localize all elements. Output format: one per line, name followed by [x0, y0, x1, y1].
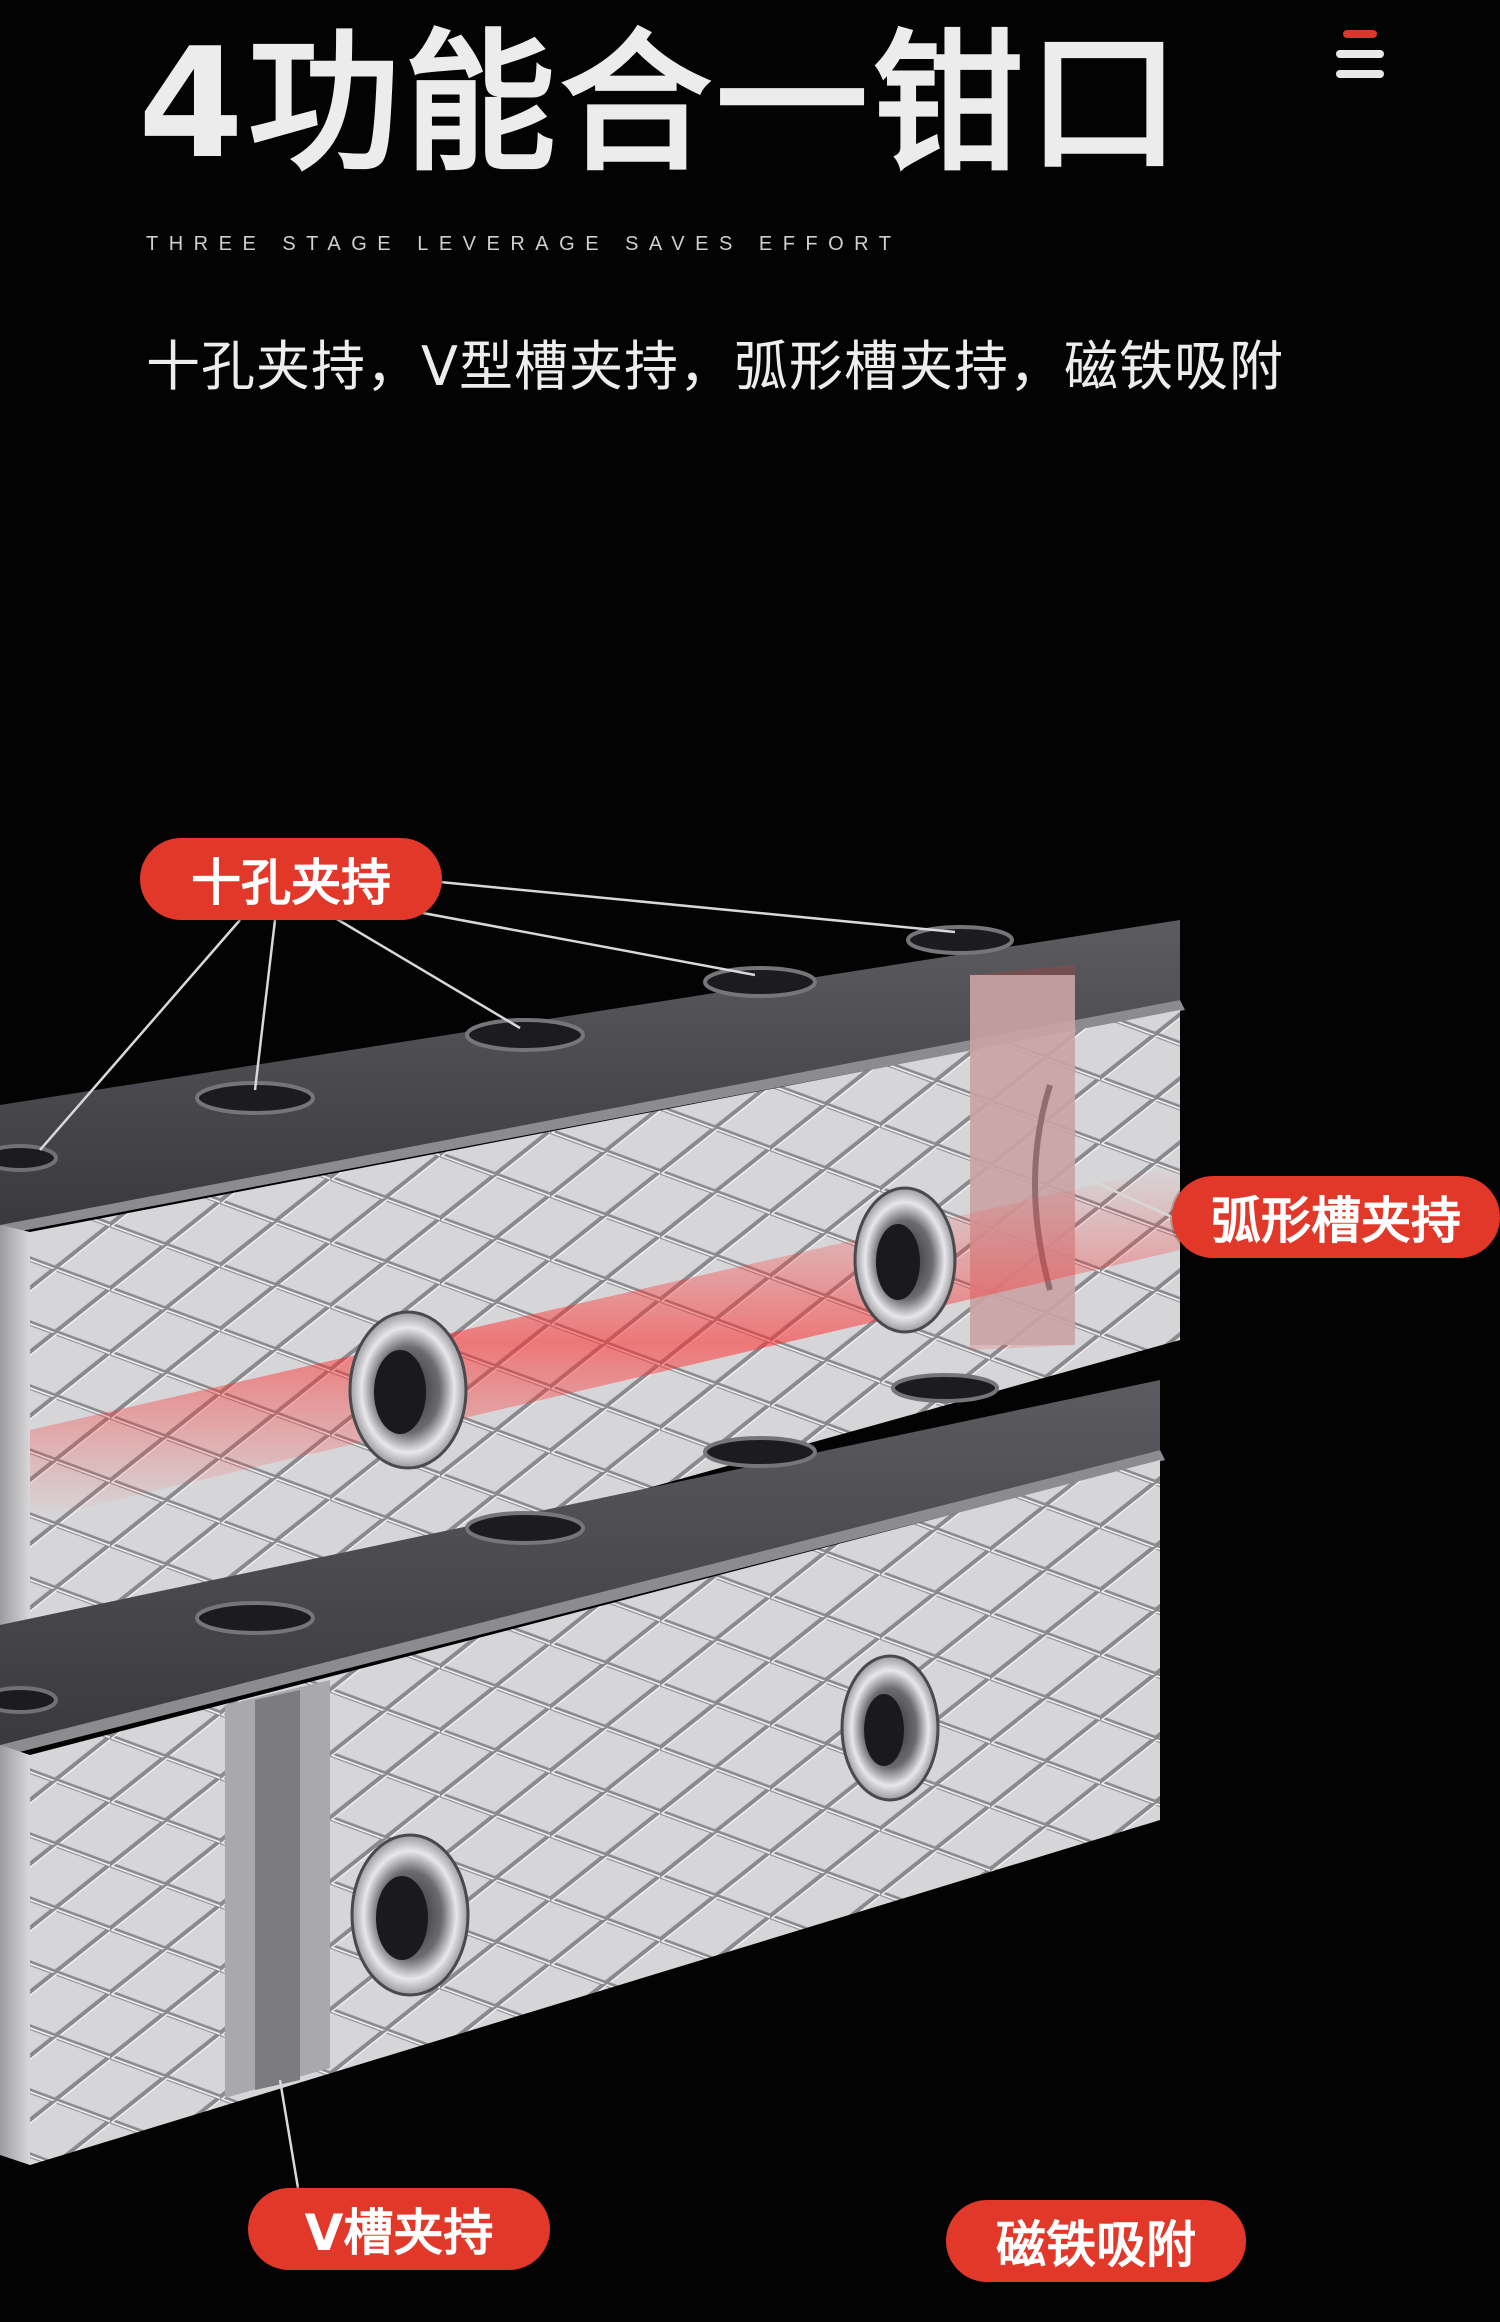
- callout-magnet: 磁铁吸附: [946, 2200, 1246, 2282]
- english-subtitle: THREE STAGE LEVERAGE SAVES EFFORT: [146, 233, 902, 255]
- callout-arc-groove: 弧形槽夹持: [1172, 1176, 1500, 1258]
- feature-description: 十孔夹持，V型槽夹持，弧形槽夹持，磁铁吸附: [146, 335, 1284, 398]
- lower-jaw-top-holes: [0, 1373, 999, 1714]
- hamburger-menu-icon[interactable]: [1336, 30, 1384, 84]
- upper-jaw-top-face: [0, 920, 1180, 1225]
- lower-jaw-magnet-holes: [350, 1654, 940, 1997]
- lower-jaw-top-face: [0, 1380, 1160, 1745]
- page-title: 4功能合一钳口: [138, 15, 1184, 192]
- callout-ten-hole: 十孔夹持: [140, 838, 442, 920]
- callout-v-groove: V槽夹持: [248, 2188, 550, 2270]
- upper-jaw-magnet-holes: [348, 1186, 957, 1470]
- callout-leader-lines: [39, 880, 1173, 2189]
